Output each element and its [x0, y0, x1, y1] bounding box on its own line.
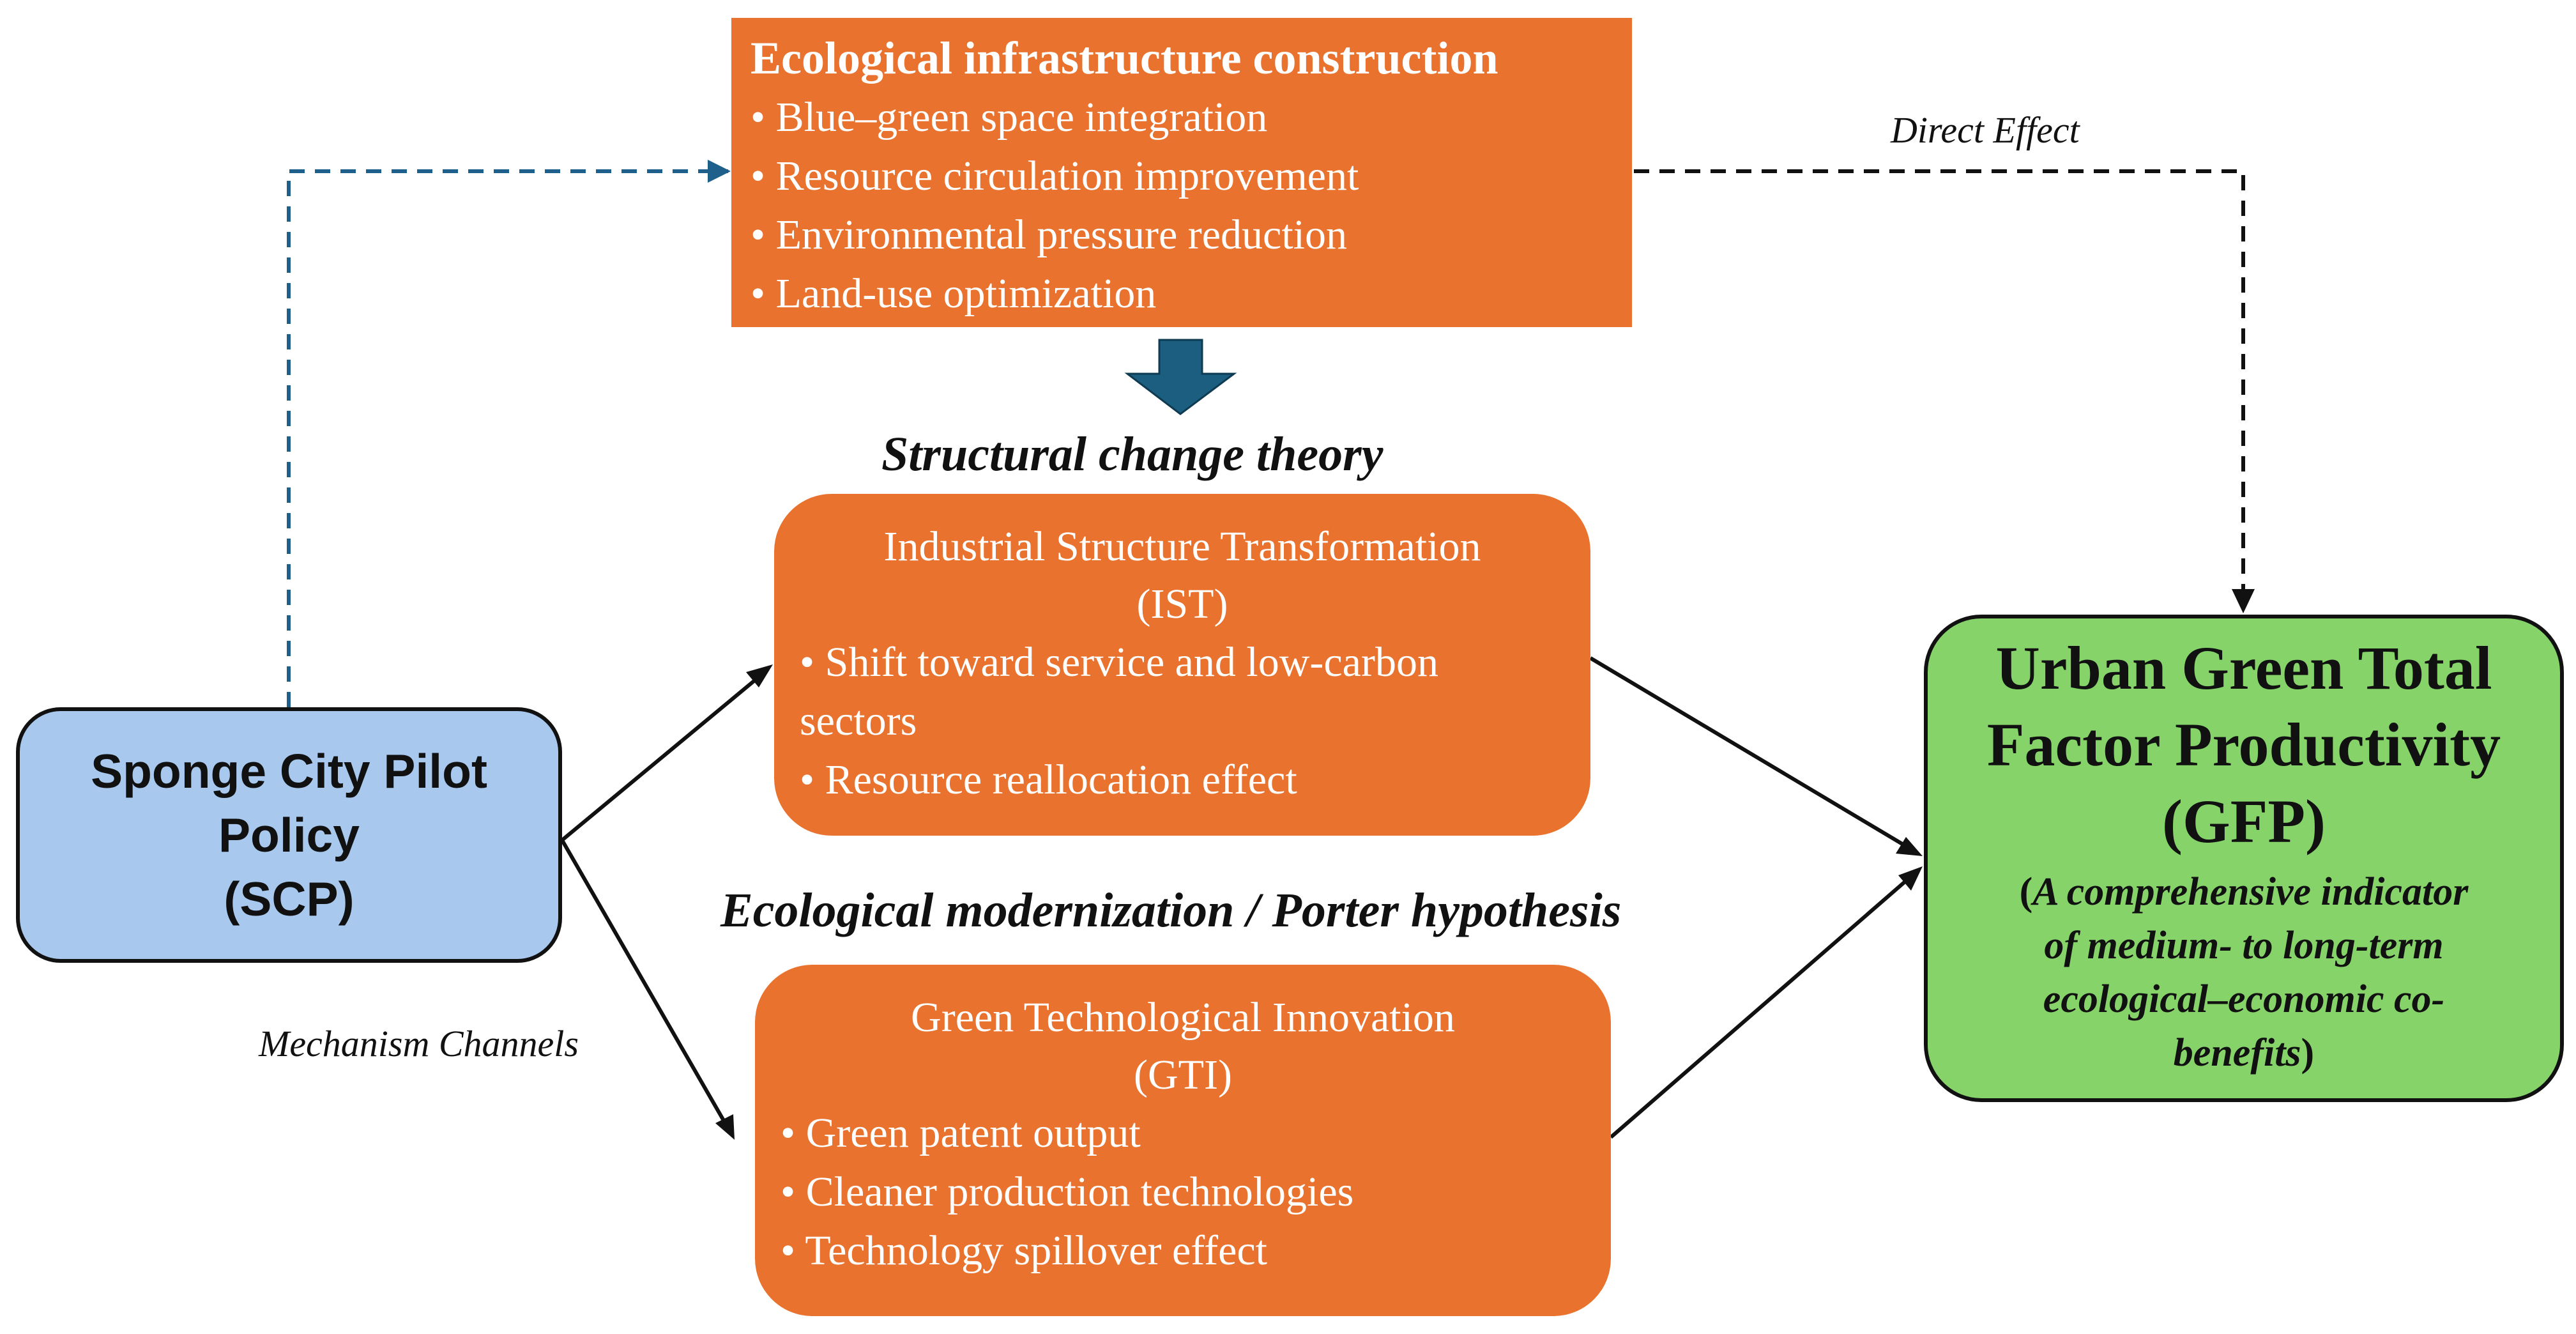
gti-item-2: • Cleaner production technologies — [781, 1169, 1354, 1215]
gfp-desc-close-paren: ) — [2301, 1031, 2315, 1075]
ist-title: Industrial Structure Transformation — [883, 523, 1481, 570]
direct-effect-dashed-arrow — [1634, 169, 2245, 597]
ecological-modernization-label: Ecological modernization / Porter hypoth… — [720, 884, 1622, 937]
scp-to-ist-arrowhead — [746, 664, 773, 687]
eco-title: Ecological infrastructure construction — [751, 33, 1498, 84]
gfp-desc-line-1: A comprehensive indicator — [2032, 870, 2469, 914]
scp-to-eco-arrowhead — [708, 160, 731, 183]
direct-effect-arrowhead — [2232, 589, 2255, 613]
scp-box: Sponge City Pilot Policy (SCP) — [16, 707, 562, 963]
down-arrow-icon — [1124, 339, 1237, 415]
scp-to-ist-arrow — [561, 671, 765, 842]
ist-box: Industrial Structure Transformation (IST… — [774, 494, 1590, 836]
ist-abbr: (IST) — [1136, 581, 1228, 627]
ist-item-1: • Shift toward service and low-carbon — [800, 639, 1438, 686]
gfp-desc-line-3: ecological–economic co- — [2043, 977, 2445, 1021]
gti-item-1: • Green patent output — [781, 1110, 1141, 1156]
scp-line-1: Sponge City Pilot — [91, 744, 487, 798]
direct-effect-label: Direct Effect — [1891, 109, 2080, 151]
gfp-desc-open-paren: ( — [2019, 870, 2033, 914]
gti-to-gfp-arrowhead — [1898, 866, 1923, 891]
scp-line-3: (SCP) — [224, 872, 354, 926]
gfp-desc-line-4: benefits — [2173, 1031, 2301, 1075]
gfp-description: (A comprehensive indicator of medium- to… — [1928, 865, 2560, 1080]
gfp-line-3: (GFP) — [2162, 787, 2326, 855]
eco-item-2: • Resource circulation improvement — [751, 153, 1359, 199]
gfp-line-2: Factor Productivity — [1986, 710, 2501, 779]
scp-to-eco-dashed-arrow — [287, 169, 728, 707]
ecological-infrastructure-box: Ecological infrastructure construction •… — [731, 18, 1632, 327]
ist-item-1-cont: sectors — [800, 698, 917, 744]
gfp-box: Urban Green Total Factor Productivity (G… — [1924, 615, 2564, 1102]
scp-line-2: Policy — [218, 808, 360, 862]
gti-to-gfp-arrow — [1610, 873, 1914, 1139]
ist-to-gfp-arrow — [1589, 656, 1911, 850]
gti-box: Green Technological Innovation (GTI) • G… — [755, 965, 1611, 1316]
scp-to-gti-arrow — [560, 839, 730, 1130]
structural-change-label: Structural change theory — [881, 427, 1383, 481]
gti-item-3: • Technology spillover effect — [781, 1227, 1267, 1274]
eco-item-1: • Blue–green space integration — [751, 94, 1268, 141]
gti-abbr: (GTI) — [1134, 1052, 1232, 1098]
eco-item-4: • Land-use optimization — [751, 270, 1157, 317]
eco-item-3: • Environmental pressure reduction — [751, 211, 1347, 258]
gti-title: Green Technological Innovation — [911, 994, 1455, 1041]
gfp-line-1: Urban Green Total — [1995, 634, 2492, 702]
ist-to-gfp-arrowhead — [1896, 837, 1923, 856]
gfp-desc-line-2: of medium- to long-term — [2044, 924, 2444, 967]
mechanism-channels-label: Mechanism Channels — [259, 1023, 579, 1064]
scp-to-gti-arrowhead — [715, 1114, 735, 1140]
ist-item-2: • Resource reallocation effect — [800, 756, 1297, 803]
